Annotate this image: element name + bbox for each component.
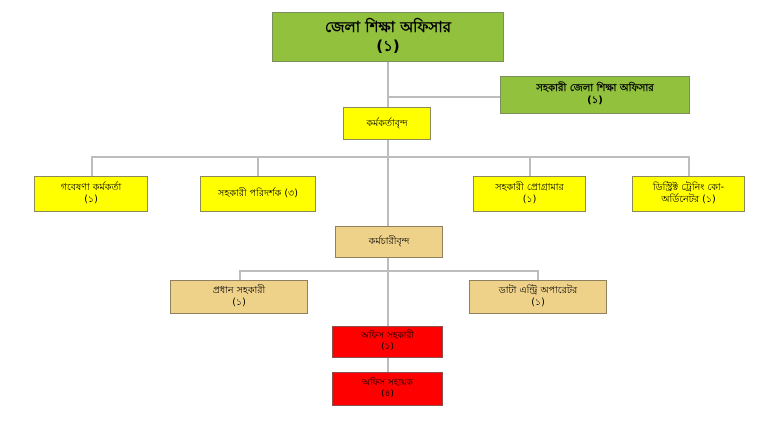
connector-staff-1 (239, 270, 241, 280)
head-title: জেলা শিক্ষা অফিসার (325, 18, 451, 37)
staff-group-box: কর্মচারীবৃন্দ (335, 226, 443, 258)
staff-box-data-entry: ডাটা এন্ট্রি অপারেটর (১) (469, 280, 607, 314)
office-staff-title: অফিস সহায়ক (362, 377, 413, 388)
connector-officer-3 (529, 156, 531, 176)
officer-box-training-coordinator: ডিস্ট্রিক্ট ট্রেনিং কো- অর্ডিনেটর (১) (632, 176, 745, 212)
head-box: জেলা শিক্ষা অফিসার (১) (272, 12, 504, 62)
officer-title: ডিস্ট্রিক্ট ট্রেনিং কো- (652, 182, 725, 194)
assistant-head-title: সহকারী জেলা শিক্ষা অফিসার (536, 82, 654, 94)
connector-officer-4 (688, 156, 690, 176)
connector-staff-2 (537, 270, 539, 280)
assistant-head-count: (১) (587, 95, 603, 106)
office-staff-count: (৪) (381, 389, 394, 399)
officer-count: (১) (84, 194, 98, 205)
officers-group-title: কর্মকর্তাবৃন্দ (366, 117, 408, 129)
officer-box-inspector: সহকারী পরিদর্শক (৩) (200, 176, 316, 212)
officer-count: (১) (522, 194, 537, 205)
connector-officers-horizontal (91, 156, 689, 158)
connector-officer-2 (257, 156, 259, 176)
staff-count: (১) (531, 297, 545, 308)
staff-box-head-assistant: প্রধান সহকারী (১) (170, 280, 308, 314)
connector-assistant-head (388, 96, 500, 98)
officers-group-box: কর্মকর্তাবৃন্দ (343, 107, 431, 140)
staff-title: প্রধান সহকারী (212, 285, 266, 297)
connector-officer-1 (91, 156, 93, 176)
officer-box-research: গবেষণা কর্মকর্তা (১) (34, 176, 148, 212)
connector-staff-horizontal (239, 270, 539, 272)
staff-count: (১) (232, 297, 246, 308)
officer-title: সহকারী প্রোগ্রামার (495, 182, 564, 194)
officer-box-programmer: সহকারী প্রোগ্রামার (১) (473, 176, 586, 212)
head-count: (১) (376, 37, 400, 55)
staff-title: ডাটা এন্ট্রি অপারেটর (498, 285, 578, 297)
officer-title-line2: অর্ডিনেটর (১) (661, 194, 716, 205)
office-staff-title: অফিস সহকারী (361, 330, 414, 341)
officer-title: সহকারী পরিদর্শক (৩) (218, 188, 298, 200)
officer-title: গবেষণা কর্মকর্তা (60, 182, 122, 194)
office-staff-box-helper: অফিস সহায়ক (৪) (332, 372, 443, 406)
office-staff-count: (১) (381, 342, 394, 352)
assistant-head-box: সহকারী জেলা শিক্ষা অফিসার (১) (500, 76, 690, 114)
staff-group-title: কর্মচারীবৃন্দ (368, 236, 410, 248)
connector-office-staff (387, 358, 389, 372)
connector-main-vertical (387, 62, 389, 340)
office-staff-box-assistant: অফিস সহকারী (১) (332, 326, 443, 358)
